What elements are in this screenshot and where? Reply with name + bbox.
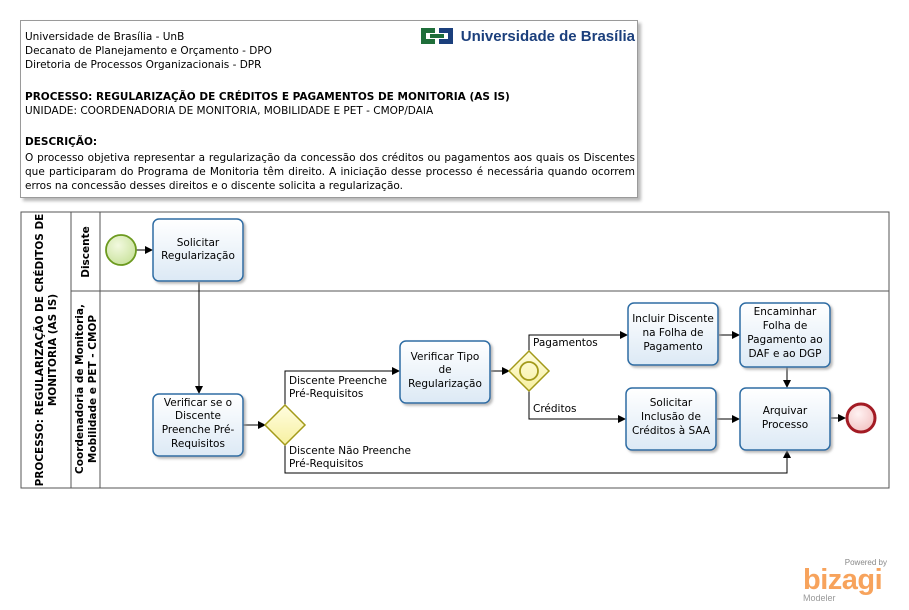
flow-label-preenche-2: Pré-Requisitos	[289, 388, 363, 400]
org-line-2: Decanato de Planejamento e Orçamento - D…	[25, 45, 272, 57]
task-label: Pagamento ao	[747, 334, 822, 346]
task-solicitar-regularizacao[interactable]: Solicitar Regularização	[152, 218, 244, 282]
task-label: Solicitar	[177, 237, 220, 249]
bizagi-watermark: Powered by bizagi Modeler	[803, 558, 887, 603]
task-label: Processo	[762, 419, 808, 431]
task-incluir-discente[interactable]: Incluir Discente na Folha de Pagamento	[627, 302, 719, 366]
task-label: Verificar Tipo	[411, 351, 480, 363]
task-label: Arquivar	[763, 405, 808, 417]
flow-label-nao-preenche-1: Discente Não Preenche	[289, 445, 411, 457]
task-label: Regularização	[408, 378, 482, 390]
task-verificar-tipo[interactable]: Verificar Tipo de Regularização	[399, 340, 491, 404]
task-label: de	[438, 364, 451, 376]
task-label: Inclusão de	[641, 411, 701, 423]
description-text: O processo objetiva representar a regula…	[25, 152, 635, 192]
description-title: DESCRIÇÃO:	[25, 136, 98, 148]
flow-label-creditos: Créditos	[533, 403, 576, 415]
flow-nao-preenche	[284, 445, 791, 474]
task-label: Créditos à SAA	[632, 425, 711, 437]
flow-preenche	[284, 367, 400, 405]
flow-creditos	[528, 391, 626, 423]
task-encaminhar-folha[interactable]: Encaminhar Folha de Pagamento ao DAF e a…	[739, 302, 831, 368]
sequence-flows	[136, 246, 846, 474]
org-line-3: Diretoria de Processos Organizacionais -…	[25, 59, 262, 71]
process-title: PROCESSO: REGULARIZAÇÃO DE CRÉDITOS E PA…	[25, 91, 510, 103]
task-arquivar-processo[interactable]: Arquivar Processo	[739, 387, 831, 451]
task-label: Folha de	[763, 320, 808, 332]
task-label: Pagamento	[643, 341, 702, 353]
task-label: Verificar se o	[164, 397, 232, 409]
task-label: Incluir Discente	[632, 313, 714, 325]
task-label: Requisitos	[171, 438, 225, 450]
lane-label-discente: Discente	[80, 226, 92, 278]
flow-label-preenche-1: Discente Preenche	[289, 375, 387, 387]
task-label: Encaminhar	[754, 306, 817, 318]
pool-label-line-2: MONITORIA (AS IS)	[47, 294, 59, 406]
unb-logo: Universidade de Brasília	[418, 24, 635, 48]
task-label: Preenche Pré-	[162, 424, 235, 436]
task-label: DAF e ao DGP	[748, 348, 821, 360]
org-line-1: Universidade de Brasília - UnB	[25, 31, 185, 43]
exclusive-gateway-icon[interactable]	[263, 403, 307, 447]
start-event-icon[interactable]	[105, 234, 137, 266]
logo-text: Universidade de Brasília	[460, 27, 635, 45]
bizagi-logo: bizagi	[803, 564, 883, 596]
process-header: Universidade de Brasília Universidade de…	[20, 20, 638, 198]
task-label: na Folha de	[643, 327, 704, 339]
unb-logo-icon	[418, 26, 455, 46]
task-label: Discente	[175, 410, 221, 422]
task-verificar-pre-requisitos[interactable]: Verificar se o Discente Preenche Pré- Re…	[152, 393, 244, 457]
flow-labels: Discente Preenche Pré-Requisitos Discent…	[289, 337, 598, 470]
flow-label-pagamentos: Pagamentos	[533, 337, 598, 349]
pool: PROCESSO: REGULARIZAÇÃO DE CRÉDITOS DE M…	[20, 211, 890, 489]
lane-label-coord-line-1: Coordenadoria de Monitoria,	[74, 304, 86, 474]
end-event-icon[interactable]	[845, 402, 877, 434]
lane-label-coord-line-2: Mobilidade e PET - CMOP	[87, 315, 99, 463]
task-label: Solicitar	[650, 397, 693, 409]
flow-label-nao-preenche-2: Pré-Requisitos	[289, 458, 363, 470]
flow-pagamentos	[528, 331, 628, 351]
task-solicitar-inclusao-creditos[interactable]: Solicitar Inclusão de Créditos à SAA	[625, 387, 717, 451]
event-based-gateway-icon[interactable]	[507, 349, 551, 393]
unit-line: UNIDADE: COORDENADORIA DE MONITORIA, MOB…	[25, 105, 434, 117]
modeler-label: Modeler	[803, 593, 836, 603]
powered-by-label: Powered by	[844, 558, 887, 567]
task-label: Regularização	[161, 250, 235, 262]
pool-label-line-1: PROCESSO: REGULARIZAÇÃO DE CRÉDITOS DE	[33, 214, 46, 487]
